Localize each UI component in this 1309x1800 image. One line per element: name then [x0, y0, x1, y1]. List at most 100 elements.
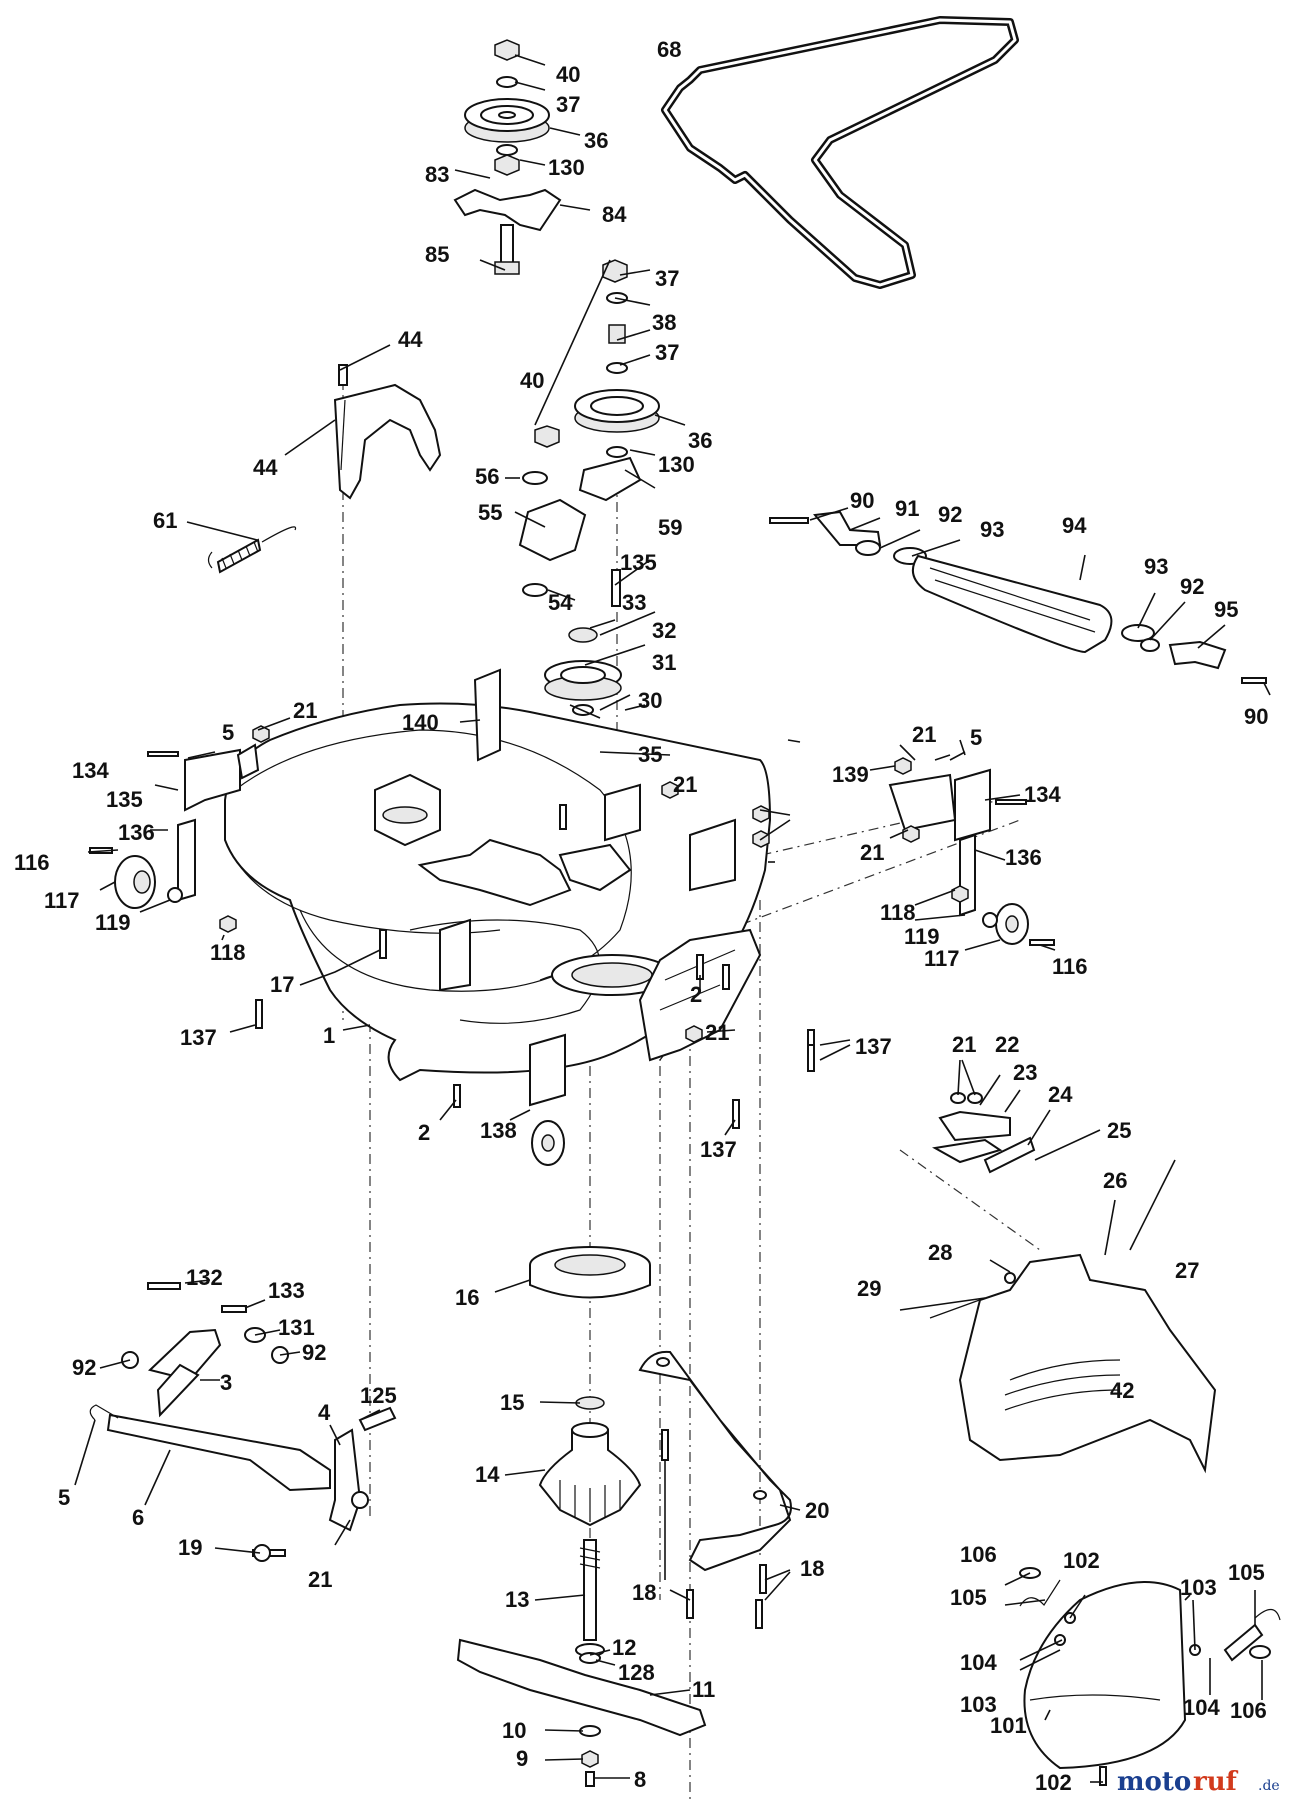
part-label: 102 [1035, 1770, 1072, 1795]
part-label: 36 [688, 428, 712, 453]
part-label: 93 [1144, 554, 1168, 579]
spring-61 [207, 526, 297, 574]
part-label: 13 [505, 1587, 529, 1612]
part-label: 4 [318, 1400, 331, 1425]
gauge-wheels [114, 855, 1029, 1166]
part-label: 90 [1244, 704, 1268, 729]
part-label: 92 [1180, 574, 1204, 599]
part-label: 103 [1180, 1575, 1217, 1600]
part-label: 1 [323, 1023, 335, 1048]
part-label: 135 [106, 787, 143, 812]
part-label: 28 [928, 1240, 952, 1265]
part-label: 139 [832, 762, 869, 787]
part-labels: 40 37 36 130 83 84 85 68 37 38 37 36 130… [14, 37, 1268, 1795]
part-label: 25 [1107, 1118, 1131, 1143]
part-label: 29 [857, 1276, 881, 1301]
part-label: 11 [692, 1677, 715, 1702]
part-label: 117 [44, 888, 80, 913]
chute-rod-assembly [769, 510, 1267, 684]
part-label: 21 [705, 1020, 729, 1045]
part-label: 9 [516, 1746, 528, 1771]
part-label: 92 [302, 1340, 326, 1365]
part-label: 30 [638, 688, 662, 713]
part-label: 84 [602, 202, 627, 227]
part-label: 37 [655, 266, 679, 291]
part-label: 132 [186, 1265, 223, 1290]
part-label: 31 [652, 650, 676, 675]
part-label: 102 [1063, 1548, 1100, 1573]
part-label: 106 [1230, 1698, 1267, 1723]
idler-pulley-top [453, 39, 562, 275]
part-label: 119 [904, 924, 940, 949]
part-label: 136 [1005, 845, 1042, 870]
part-label: 15 [500, 1390, 524, 1415]
part-label: 137 [180, 1025, 217, 1050]
part-label: 68 [657, 37, 681, 62]
part-label: 130 [548, 155, 585, 180]
part-label: 54 [548, 590, 573, 615]
part-label: 14 [475, 1462, 500, 1487]
part-label: 59 [658, 515, 682, 540]
part-label: 3 [220, 1370, 232, 1395]
part-label: 118 [210, 940, 246, 965]
part-label: 37 [655, 340, 679, 365]
part-label: 140 [402, 710, 439, 735]
part-label: 106 [960, 1542, 997, 1567]
part-label: 92 [72, 1355, 96, 1380]
part-label: 27 [1175, 1258, 1199, 1283]
part-label: 5 [970, 725, 982, 750]
part-label: 61 [153, 508, 177, 533]
part-label: 36 [584, 128, 608, 153]
part-label: 17 [270, 972, 294, 997]
part-label: 135 [620, 550, 657, 575]
part-label: 130 [658, 452, 695, 477]
part-label: 21 [673, 772, 697, 797]
part-label: 21 [293, 698, 317, 723]
part-label: 119 [95, 910, 131, 935]
part-label: 90 [850, 488, 874, 513]
part-label: 103 [960, 1692, 997, 1717]
part-label: 117 [924, 946, 960, 971]
part-label: 105 [950, 1585, 987, 1610]
mower-deck [224, 702, 772, 1082]
watermark-part-b: ruf [1193, 1767, 1239, 1797]
part-label: 118 [880, 900, 916, 925]
watermark-part-c: .de [1258, 1778, 1280, 1794]
part-label: 95 [1214, 597, 1238, 622]
part-label: 35 [638, 742, 662, 767]
part-label: 138 [480, 1118, 517, 1143]
part-label: 134 [1024, 782, 1061, 807]
part-label: 93 [980, 517, 1004, 542]
part-label: 137 [700, 1137, 737, 1162]
part-label: 44 [253, 455, 278, 480]
part-label: 18 [632, 1580, 656, 1605]
part-label: 22 [995, 1032, 1019, 1057]
part-label: 125 [360, 1383, 397, 1408]
part-label: 8 [634, 1767, 646, 1792]
part-label: 33 [622, 590, 646, 615]
part-label: 128 [618, 1660, 655, 1685]
part-label: 12 [612, 1635, 636, 1660]
drive-belt [661, 16, 1019, 289]
part-label: 55 [478, 500, 502, 525]
part-label: 2 [418, 1120, 430, 1145]
deck-size-emblem: 42 [1110, 1378, 1134, 1403]
part-label: 21 [860, 840, 884, 865]
part-label: 10 [502, 1718, 526, 1743]
part-label: 16 [455, 1285, 479, 1310]
part-label: 94 [1062, 513, 1087, 538]
part-label: 6 [132, 1505, 144, 1530]
part-label: 133 [268, 1278, 305, 1303]
watermark-part-a: moto [1117, 1767, 1191, 1797]
part-label: 104 [1183, 1695, 1220, 1720]
drive-pulley-stack [518, 259, 660, 716]
part-label: 32 [652, 618, 676, 643]
part-label: 18 [800, 1556, 824, 1581]
part-label: 56 [475, 464, 499, 489]
part-label: 23 [1013, 1060, 1037, 1085]
part-label: 38 [652, 310, 676, 335]
part-label: 20 [805, 1498, 829, 1523]
part-label: 136 [118, 820, 155, 845]
leader-lines [74, 54, 1271, 1783]
part-label: 21 [912, 722, 936, 747]
